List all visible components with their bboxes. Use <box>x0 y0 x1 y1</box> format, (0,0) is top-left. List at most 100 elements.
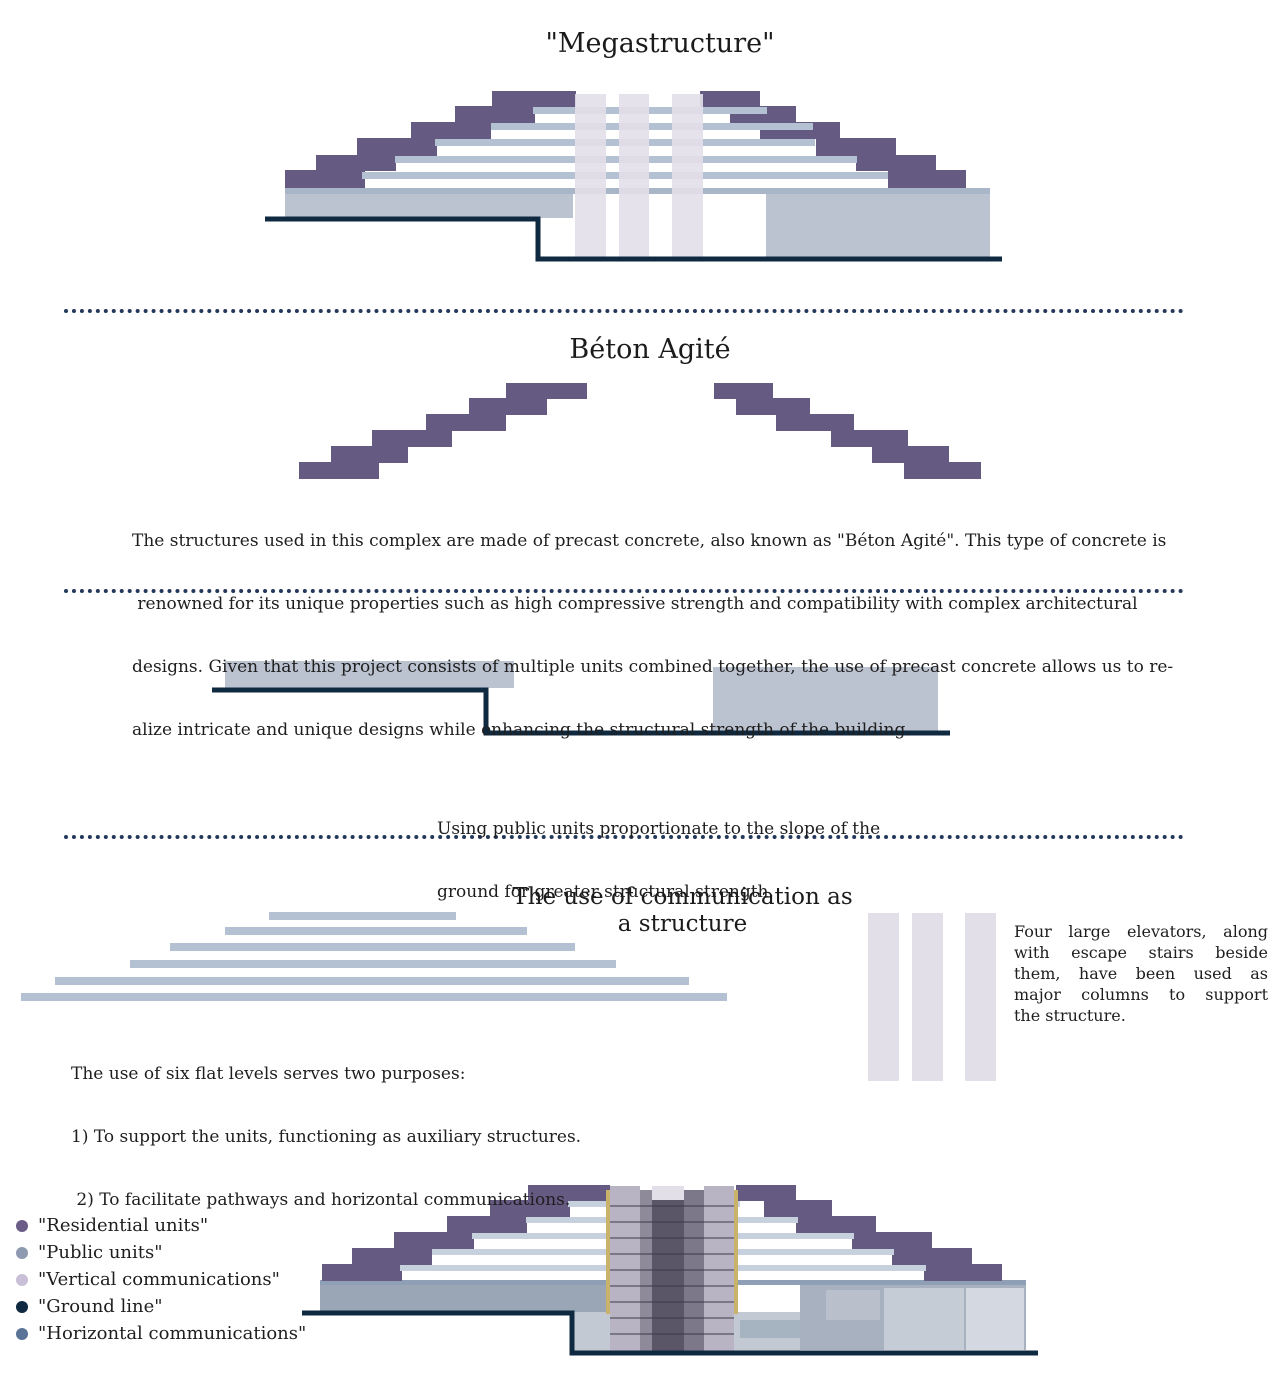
glass-panels <box>826 1290 880 1320</box>
beam-accent <box>606 1190 610 1314</box>
public-unit-right <box>766 188 990 258</box>
levels-description: The use of six flat levels serves two pu… <box>71 1022 631 1232</box>
residential-step <box>924 1264 1002 1281</box>
legend-item-vertical: "Vertical communications" <box>16 1266 306 1293</box>
beam-accent <box>734 1190 738 1314</box>
public-unit-left <box>225 661 514 688</box>
description-line: The use of six flat levels serves two pu… <box>71 1064 466 1084</box>
residential-step <box>796 1216 876 1233</box>
residential-step <box>852 1232 932 1249</box>
residential-step <box>316 155 396 171</box>
description-line: the structure. <box>1014 1006 1126 1025</box>
section-divider <box>64 589 1184 593</box>
residential-step <box>714 383 773 399</box>
vertical-core <box>619 94 649 260</box>
description-line: them, have been used as <box>1014 964 1268 983</box>
ground-line <box>212 687 950 736</box>
horizontal-level <box>170 943 575 951</box>
core-floor-lines <box>610 1205 734 1335</box>
vertical-core <box>672 94 703 260</box>
description-line: 2) To facilitate pathways and horizontal… <box>71 1190 571 1210</box>
section-divider <box>64 309 1184 313</box>
vertical-core-top <box>652 1186 684 1200</box>
core-gap <box>684 1190 704 1354</box>
ground-line <box>265 216 1002 262</box>
residential-step <box>831 430 908 447</box>
legend-item-residential: "Residential units" <box>16 1212 306 1239</box>
legend-label: "Horizontal communications" <box>38 1323 307 1344</box>
residential-step <box>872 446 949 463</box>
residential-step <box>736 398 810 415</box>
residential-step <box>394 1232 474 1249</box>
title-line: The use of communication as <box>512 884 853 910</box>
legend: "Residential units" "Public units" "Vert… <box>16 1212 306 1347</box>
residential-step <box>352 1248 432 1265</box>
legend-item-public: "Public units" <box>16 1239 306 1266</box>
communication-title: The use of communication as a structure <box>480 884 885 938</box>
residential-step <box>776 414 854 431</box>
beton-agite-diagram <box>299 383 981 479</box>
description-line: Using public units proportionate to the … <box>437 819 881 839</box>
vertical-columns-diagram <box>868 913 996 1081</box>
elevators-description: Four large elevators, along with escape … <box>1014 921 1268 1026</box>
legend-label: "Vertical communications" <box>38 1269 280 1290</box>
residential-step <box>764 1200 832 1217</box>
legend-label: "Residential units" <box>38 1215 209 1236</box>
ground-line <box>302 1310 1038 1356</box>
horizontal-level <box>269 912 456 920</box>
legend-dot <box>16 1219 28 1232</box>
horizontal-level <box>130 960 616 968</box>
glass-panels <box>966 1288 1024 1350</box>
residential-step <box>528 1185 610 1201</box>
residential-step <box>299 462 379 479</box>
legend-dot <box>16 1327 28 1340</box>
description-line: renowned for its unique properties such … <box>132 594 1138 614</box>
residential-step <box>892 1248 972 1265</box>
residential-step <box>357 138 437 156</box>
residential-step <box>506 383 587 399</box>
horizontal-level <box>225 927 527 935</box>
horizontal-level <box>491 123 813 130</box>
legend-label: "Ground line" <box>38 1296 163 1317</box>
horizontal-level <box>55 977 689 985</box>
residential-step <box>904 462 981 479</box>
residential-step <box>447 1216 527 1233</box>
legend-dot <box>16 1300 28 1313</box>
description-line: The structures used in this complex are … <box>132 531 1167 551</box>
residential-step <box>331 446 408 463</box>
horizontal-level <box>21 993 727 1001</box>
glass-panels <box>884 1288 964 1350</box>
legend-dot <box>16 1246 28 1259</box>
legend-dot <box>16 1273 28 1286</box>
section-drawing <box>302 1185 1038 1356</box>
residential-step <box>426 414 506 431</box>
residential-step <box>322 1264 402 1281</box>
residential-step <box>736 1185 796 1201</box>
megastructure-title: "Megastructure" <box>545 28 775 59</box>
vertical-core <box>965 913 996 1081</box>
description-line: with escape stairs beside <box>1014 943 1268 962</box>
legend-item-ground: "Ground line" <box>16 1293 306 1320</box>
description-line: ground for greater structural strength. <box>437 882 774 902</box>
residential-step <box>856 155 936 171</box>
legend-label: "Public units" <box>38 1242 163 1263</box>
horizontal-levels-diagram <box>21 912 727 1001</box>
residential-step <box>469 398 547 415</box>
residential-step <box>888 170 966 188</box>
description-line: 1) To support the units, functioning as … <box>71 1127 582 1147</box>
core-gap <box>640 1190 652 1354</box>
residential-step <box>372 430 452 447</box>
beton-agite-title: Béton Agité <box>569 334 731 365</box>
public-units-diagram <box>212 661 950 736</box>
section-divider <box>64 835 1184 839</box>
description-line: alize intricate and unique designs while… <box>132 720 911 740</box>
description-line: Four large elevators, along <box>1014 922 1268 941</box>
residential-step <box>455 106 535 123</box>
public-units-description: Using public units proportionate to the … <box>437 777 937 924</box>
residential-step <box>490 1200 570 1217</box>
legend-item-horizontal: "Horizontal communications" <box>16 1320 306 1347</box>
residential-step <box>492 91 576 107</box>
residential-step <box>285 170 365 188</box>
beton-agite-description: The structures used in this complex are … <box>132 489 1192 762</box>
